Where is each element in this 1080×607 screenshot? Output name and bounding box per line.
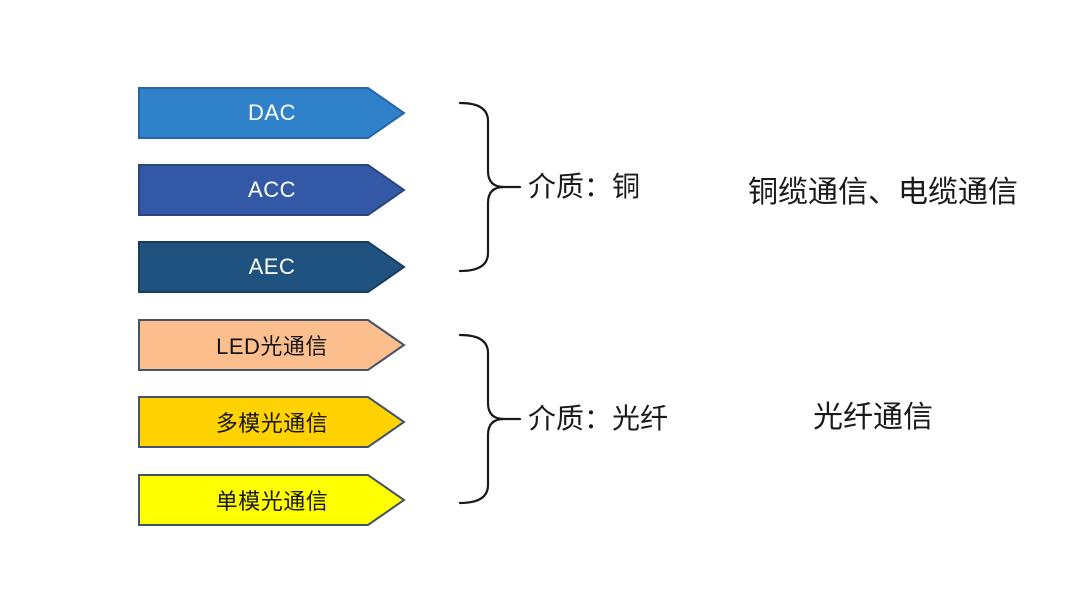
arrow-acc: ACC [138,164,406,216]
category-label-copper: 铜缆通信、电缆通信 [748,176,1018,209]
curly-brace-copper [458,101,522,273]
arrow-label-dac: DAC [248,100,296,125]
arrow-multimode-optical: 多模光通信 [138,396,406,448]
arrow-label-multimode-optical: 多模光通信 [215,411,329,436]
arrow-shape [138,241,406,293]
arrow-shape [138,87,406,139]
arrow-label-acc: ACC [248,177,296,202]
category-label-fiber: 光纤通信 [813,401,933,434]
arrow-aec: AEC [138,241,406,293]
arrow-led-optical: LED光通信 [138,319,406,371]
arrow-label-led-optical: LED光通信 [216,334,328,359]
arrow-shape [138,164,406,216]
curly-brace-fiber [458,333,522,505]
arrow-shape [138,474,406,526]
arrow-shape [138,319,406,371]
arrow-shape [138,396,406,448]
arrow-label-aec: AEC [248,254,296,279]
medium-label-copper: 介质：铜 [528,171,641,202]
arrow-singlemode-optical: 单模光通信 [138,474,406,526]
medium-label-fiber: 介质：光纤 [528,403,669,434]
arrow-dac: DAC [138,87,406,139]
arrow-label-singlemode-optical: 单模光通信 [215,489,329,514]
